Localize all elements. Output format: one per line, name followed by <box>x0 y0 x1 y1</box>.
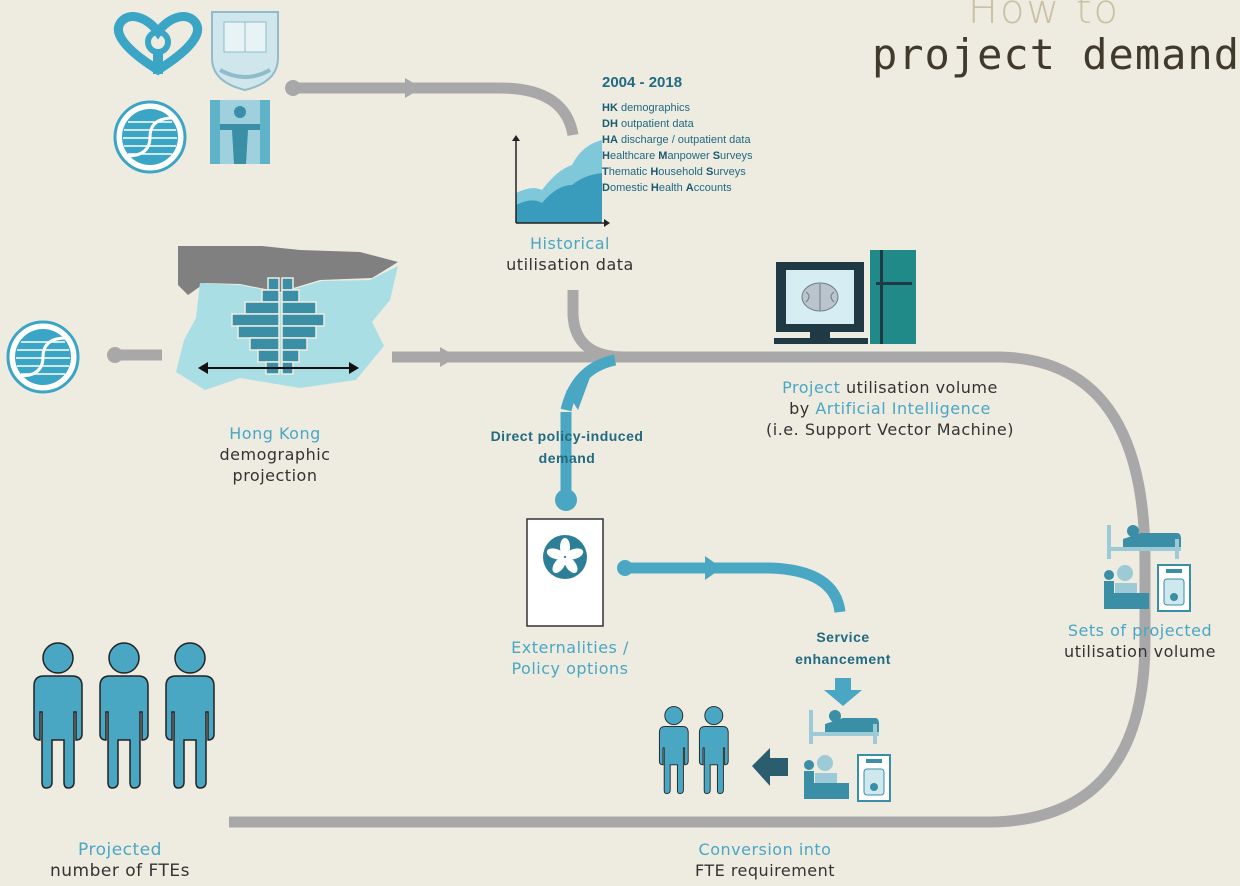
title-line1: How to <box>967 0 1120 33</box>
externalities-label: Externalities / Policy options <box>511 638 629 678</box>
grey-arrowheads <box>405 78 457 367</box>
path-start-dot <box>617 560 633 576</box>
hku-crest-icon <box>211 11 279 92</box>
historical-label: Historical utilisation data <box>506 234 634 274</box>
data-sources-list: 2004 - 2018 HK demographics DH outpatien… <box>602 72 752 196</box>
path-historical-to-main <box>567 290 626 363</box>
people-icon <box>658 706 729 795</box>
sets-projected-label: Sets of projected utilisation volume <box>1064 621 1216 661</box>
title-line2: project demand <box>871 30 1240 79</box>
dh-logo-icon <box>210 100 270 164</box>
arrowhead <box>440 347 457 367</box>
statistics-logo-icon <box>113 100 187 174</box>
source-item: HK demographics <box>602 102 691 114</box>
source-item: DH outpatient data <box>602 118 694 130</box>
blue-flow-paths <box>560 354 846 613</box>
arrowhead <box>566 372 592 410</box>
area-chart-icon <box>512 135 610 227</box>
path-start-dot <box>285 80 301 96</box>
source-item: Domestic Health Accounts <box>602 182 732 194</box>
ha-heart-logo-icon <box>113 12 203 76</box>
hk-demographic-label: Hong Kong demographic projection <box>219 424 331 485</box>
service-enhancement-label: Service enhancement <box>795 629 891 667</box>
sources-years: 2004 - 2018 <box>602 74 683 91</box>
medicine-icon <box>857 754 891 802</box>
hospital-bed-icon <box>1107 525 1181 559</box>
projected-fte-label: Projected number of FTEs <box>49 840 190 881</box>
left-arrow-icon <box>752 748 788 786</box>
conversion-label: Conversion into FTE requirement <box>694 840 836 880</box>
arrowhead <box>705 556 722 580</box>
page-title: How to project demand <box>872 0 1240 78</box>
arrowhead <box>405 78 422 98</box>
bauhinia-flag-icon <box>543 535 587 579</box>
path-policy-to-service <box>625 562 846 613</box>
path-sources-to-historical <box>293 82 579 137</box>
source-item: Healthcare Manpower Surveys <box>602 150 753 162</box>
path-policy-curve <box>560 354 617 412</box>
computer-brain-icon <box>774 250 916 344</box>
statistics-logo-icon <box>6 320 80 394</box>
path-start-dot <box>107 347 123 363</box>
doctor-desk-icon <box>1104 565 1149 609</box>
source-item: HA discharge / outpatient data <box>602 134 751 146</box>
ai-projection-label: Project utilisation volume by Artificial… <box>766 378 1014 439</box>
people-icon <box>33 642 215 789</box>
doctor-desk-icon <box>804 755 849 799</box>
hospital-bed-icon <box>809 710 879 744</box>
policy-demand-label: Direct policy-induced demand <box>490 428 644 466</box>
axis-double-arrow-icon <box>198 362 359 374</box>
down-arrow-icon <box>824 678 862 706</box>
medicine-icon <box>1157 564 1191 612</box>
path-start-dot <box>555 489 577 511</box>
source-item: Thematic Household Surveys <box>602 166 746 178</box>
